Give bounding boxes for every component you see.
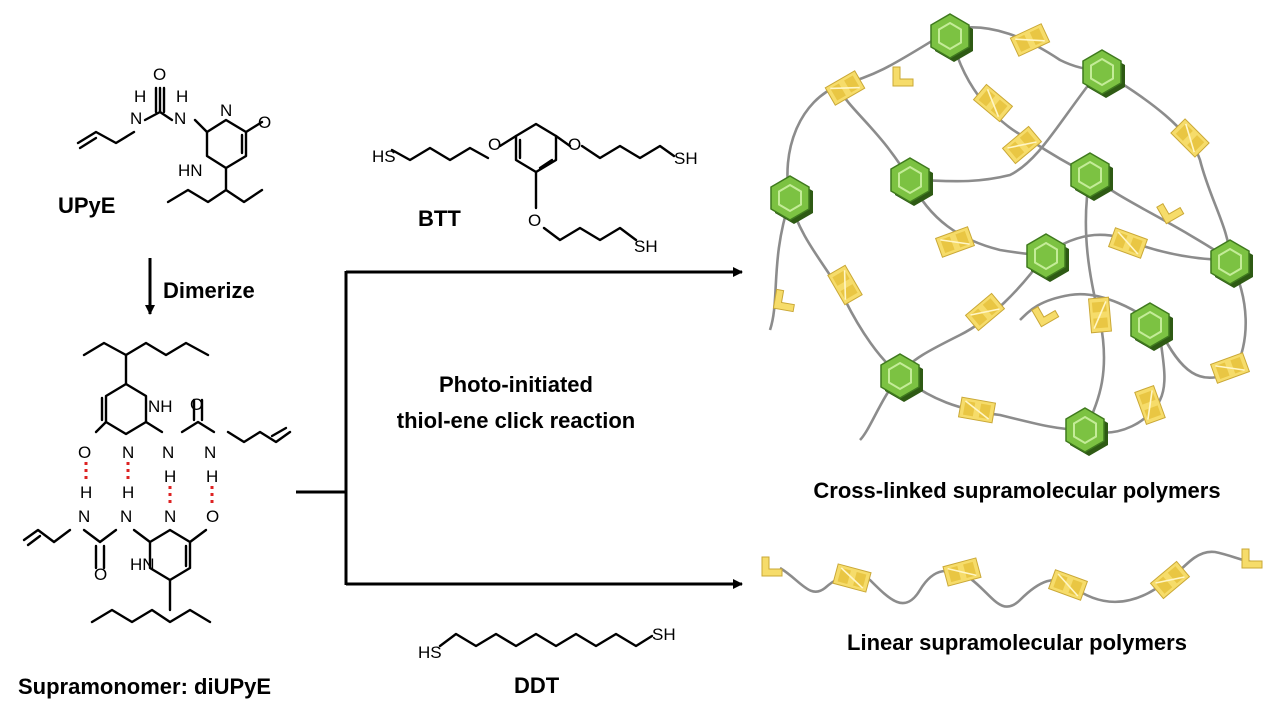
svg-text:HS: HS <box>418 643 442 662</box>
svg-text:N: N <box>120 507 132 526</box>
svg-text:N: N <box>220 101 232 120</box>
svg-text:O: O <box>488 135 501 154</box>
svg-text:H: H <box>134 87 146 106</box>
svg-text:H: H <box>80 483 92 502</box>
svg-text:SH: SH <box>674 149 698 168</box>
svg-text:N: N <box>122 443 134 462</box>
svg-text:N: N <box>162 443 174 462</box>
crosslinked-label: Cross-linked supramolecular polymers <box>813 478 1220 503</box>
svg-text:O: O <box>153 65 166 84</box>
linear-label: Linear supramolecular polymers <box>847 630 1187 655</box>
crosslinked-network <box>768 13 1254 457</box>
supramonomer-label: Supramonomer: diUPyE <box>18 674 271 699</box>
svg-text:N: N <box>204 443 216 462</box>
svg-text:O: O <box>568 135 581 154</box>
linear-polymer <box>761 548 1263 608</box>
reaction-label-line1: Photo-initiated <box>439 372 593 397</box>
svg-text:H: H <box>206 467 218 486</box>
reaction-label-line2: thiol-ene click reaction <box>397 408 635 433</box>
reaction-paths <box>296 267 743 589</box>
svg-text:H: H <box>164 467 176 486</box>
ddt-label: DDT <box>514 673 560 698</box>
btt-structure: HS O O SH O SH <box>372 122 698 256</box>
upye-structure: N H N H O O N HN <box>76 65 271 204</box>
btt-label: BTT <box>418 206 461 231</box>
svg-text:H: H <box>176 87 188 106</box>
svg-text:HS: HS <box>372 147 396 166</box>
svg-text:O: O <box>94 565 107 584</box>
svg-text:N: N <box>174 109 186 128</box>
diupye-structure: NH O N N H N H O H N H N N O O HN <box>22 341 292 624</box>
svg-text:O: O <box>78 443 91 462</box>
upye-label: UPyE <box>58 193 115 218</box>
svg-text:NH: NH <box>148 397 173 416</box>
svg-text:N: N <box>164 507 176 526</box>
svg-text:H: H <box>122 483 134 502</box>
svg-text:O: O <box>528 211 541 230</box>
svg-text:O: O <box>190 395 203 414</box>
svg-text:HN: HN <box>178 161 203 180</box>
svg-text:N: N <box>130 109 142 128</box>
svg-text:HN: HN <box>130 555 155 574</box>
svg-text:SH: SH <box>634 237 658 256</box>
svg-text:O: O <box>206 507 219 526</box>
svg-text:N: N <box>78 507 90 526</box>
dimerize-label: Dimerize <box>163 278 255 303</box>
svg-text:SH: SH <box>652 625 676 644</box>
ddt-structure: HS SH <box>418 625 676 662</box>
svg-text:O: O <box>258 113 271 132</box>
